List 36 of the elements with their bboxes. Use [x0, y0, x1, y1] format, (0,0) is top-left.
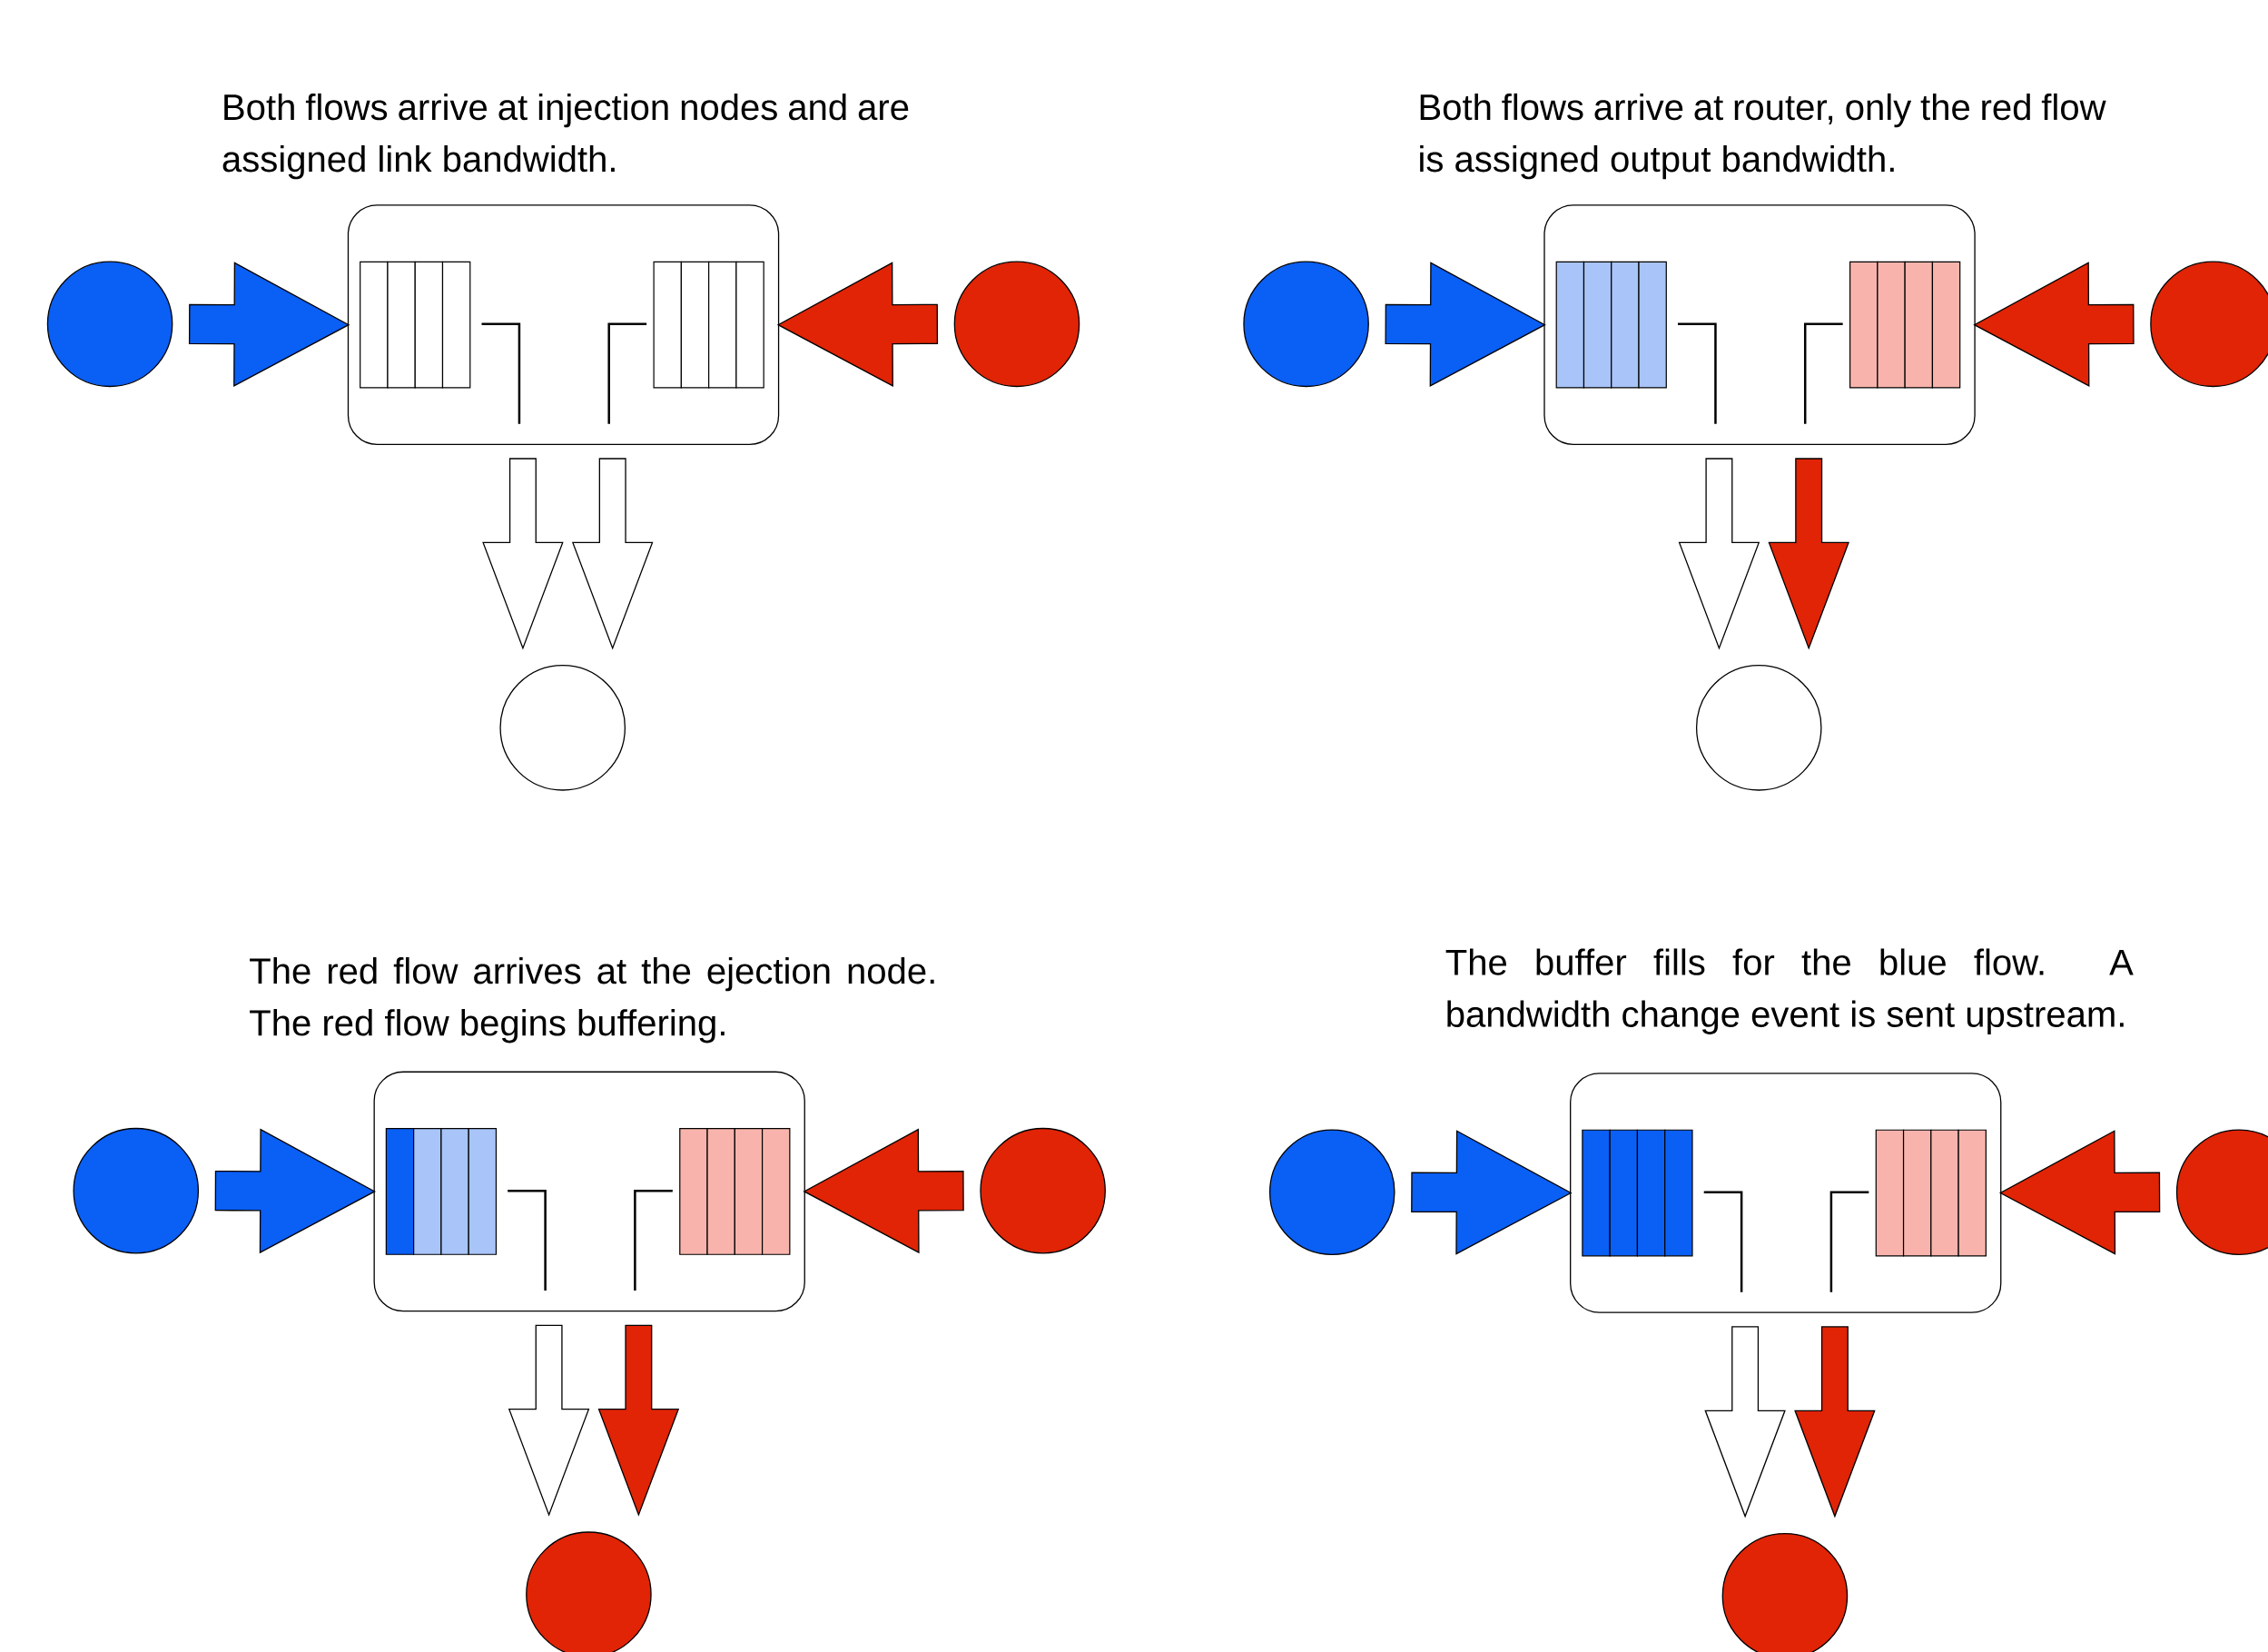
circle: [1269, 1129, 1395, 1255]
circle: [526, 1531, 652, 1652]
caption-text: The buffer fills for the blue flow. A bandwidth change event is sent upstream.: [1445, 948, 2134, 1034]
caption-text: Both flows arrive at injection nodes and are assigned link bandwidth.: [222, 93, 909, 180]
block-arrow: [803, 1128, 964, 1253]
circle: [2175, 1129, 2268, 1255]
block-arrow: [1973, 262, 2135, 387]
block-arrow: [1385, 262, 1546, 387]
router-box: [1570, 1073, 2002, 1313]
block-arrow: [1768, 458, 1849, 650]
block-arrow: [571, 458, 654, 650]
circle: [953, 261, 1080, 387]
circle: [1695, 664, 1822, 791]
block-arrow: [597, 1324, 680, 1517]
caption-text: Both flows arrive at router, only the red flow is assigned output bandwidth.: [1420, 93, 2106, 180]
circle: [73, 1127, 200, 1254]
circle: [980, 1127, 1106, 1254]
caption-text: The red flow arrives at the ejection node. The red flow begins buffering.: [250, 956, 934, 1044]
block-arrow: [508, 1324, 590, 1517]
block-arrow: [482, 458, 564, 650]
block-arrow: [1794, 1326, 1876, 1518]
block-arrow: [1704, 1326, 1786, 1518]
block-arrow: [1998, 1130, 2161, 1255]
circle: [1243, 261, 1369, 387]
router-box: [347, 204, 780, 445]
block-arrow: [776, 262, 939, 387]
circle: [2150, 261, 2268, 387]
block-arrow: [1678, 458, 1760, 650]
router-box: [373, 1071, 805, 1312]
block-arrow: [188, 262, 350, 387]
circle: [1721, 1532, 1849, 1652]
block-arrow: [214, 1128, 376, 1253]
circle: [499, 664, 626, 791]
router-box: [1543, 204, 1976, 445]
circle: [46, 261, 173, 387]
block-arrow: [1411, 1130, 1573, 1255]
